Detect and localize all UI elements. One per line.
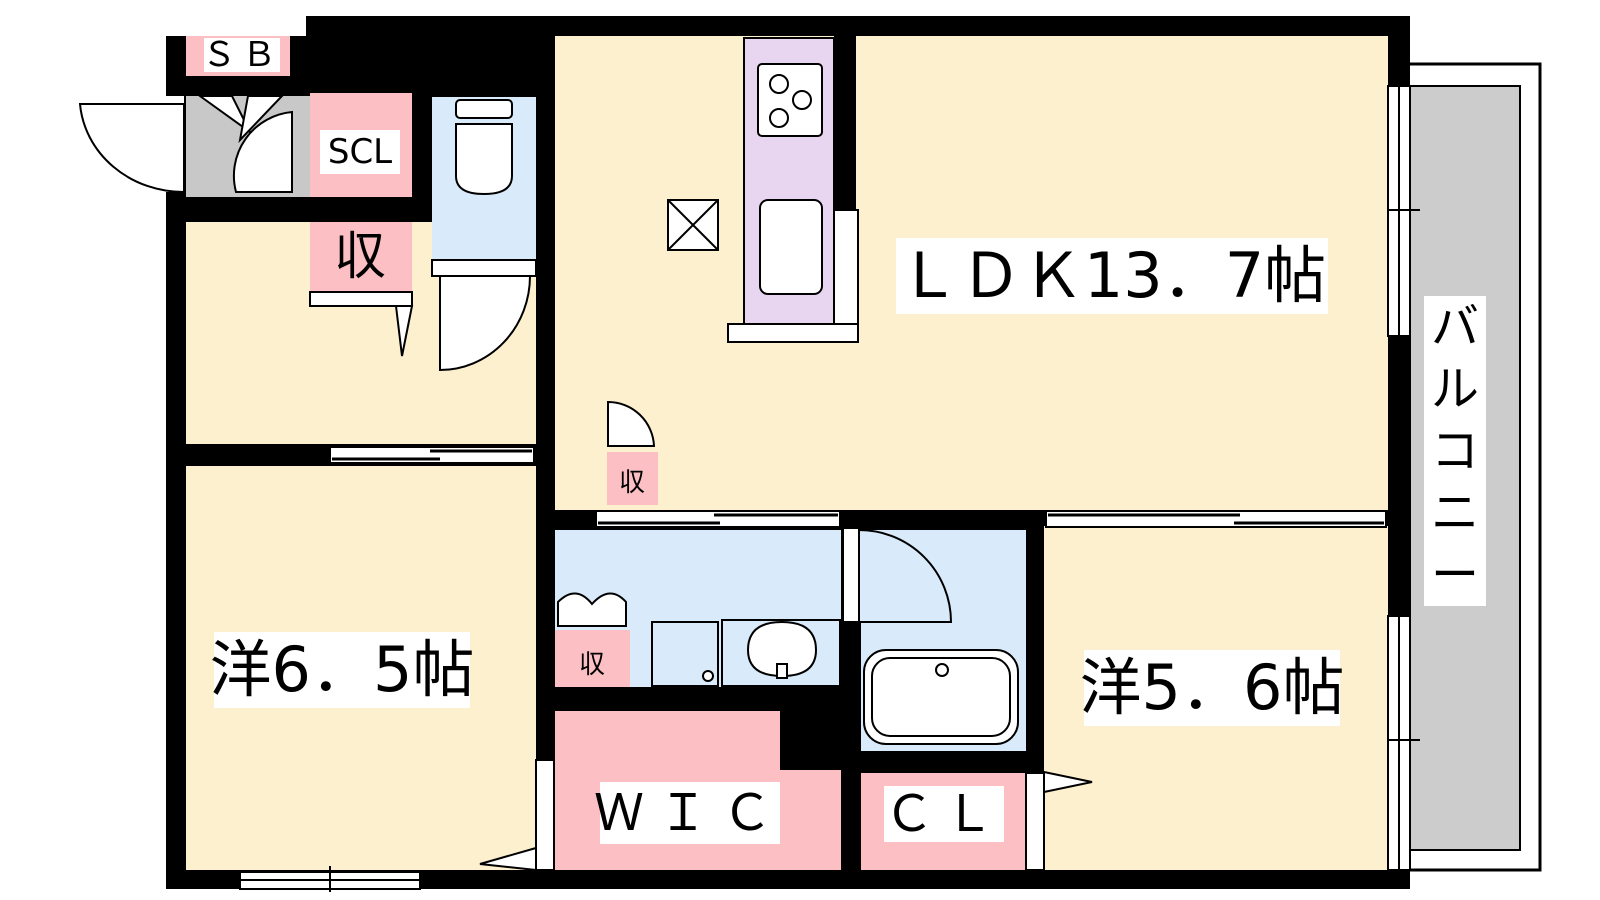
sliding-door-panels — [332, 449, 1384, 525]
burner-3 — [769, 108, 789, 128]
balcony-char-4: ニ — [1430, 485, 1479, 541]
wic-door-frame — [535, 759, 555, 871]
toilet-tank — [455, 99, 513, 119]
stove — [757, 63, 823, 137]
toilet-bowl — [455, 123, 513, 196]
toilet-door-swing — [439, 275, 532, 372]
bathtub-inner — [871, 657, 1011, 737]
balcony-char-1: バ — [1430, 299, 1479, 355]
inner-door-swing — [232, 110, 293, 193]
faucet — [776, 663, 788, 679]
toilet-door-frame — [431, 259, 537, 277]
western-room-6-5-label: 洋6．5帖 — [209, 632, 475, 708]
ldk-label: ＬＤＫ13．7帖 — [896, 238, 1328, 314]
bathtub-drain — [935, 663, 949, 677]
balcony-char-5: ー — [1430, 547, 1479, 603]
kitchen-sink — [759, 199, 823, 295]
storage-door-frame — [309, 291, 413, 307]
refrigerator-cross — [667, 199, 719, 251]
burner-1 — [769, 74, 789, 94]
balcony-char-3: コ — [1430, 423, 1479, 479]
small-storage-door — [607, 400, 656, 447]
entrance-door-swing — [78, 103, 185, 194]
storage-label: 収 — [328, 226, 392, 288]
cl-door-frame — [1025, 772, 1045, 871]
sb-label: ＳＢ — [202, 35, 282, 75]
kitchen-partition — [727, 323, 859, 343]
wic-label: ＷＩＣ — [594, 782, 786, 844]
balcony-char-2: ル — [1430, 361, 1479, 417]
small-storage-label: 収 — [610, 464, 654, 502]
wic-corner-wall — [780, 711, 841, 770]
kitchen-side-wall — [833, 209, 859, 325]
storage-door — [394, 305, 414, 357]
sb-top-notch — [166, 16, 306, 36]
wash-storage-label: 収 — [558, 646, 626, 684]
burner-2 — [792, 90, 812, 110]
wash-storage-door — [557, 592, 627, 627]
machine-drain — [702, 670, 714, 682]
western-room-5-6-label: 洋5．6帖 — [1079, 650, 1345, 726]
sb-door — [196, 95, 251, 133]
bathtub — [863, 649, 1019, 745]
bathroom-door-swing — [858, 528, 953, 623]
sb-door-2 — [238, 95, 285, 144]
washbasin — [746, 620, 818, 678]
cl-label: ＣＬ — [884, 785, 1004, 843]
bathroom-door-frame — [842, 527, 860, 623]
window-sash-lines — [240, 86, 1420, 892]
kitchen-wall — [834, 36, 856, 210]
scl-label: SCL — [320, 130, 400, 174]
balcony-label: バ ル コ ニ ー — [1424, 296, 1486, 606]
